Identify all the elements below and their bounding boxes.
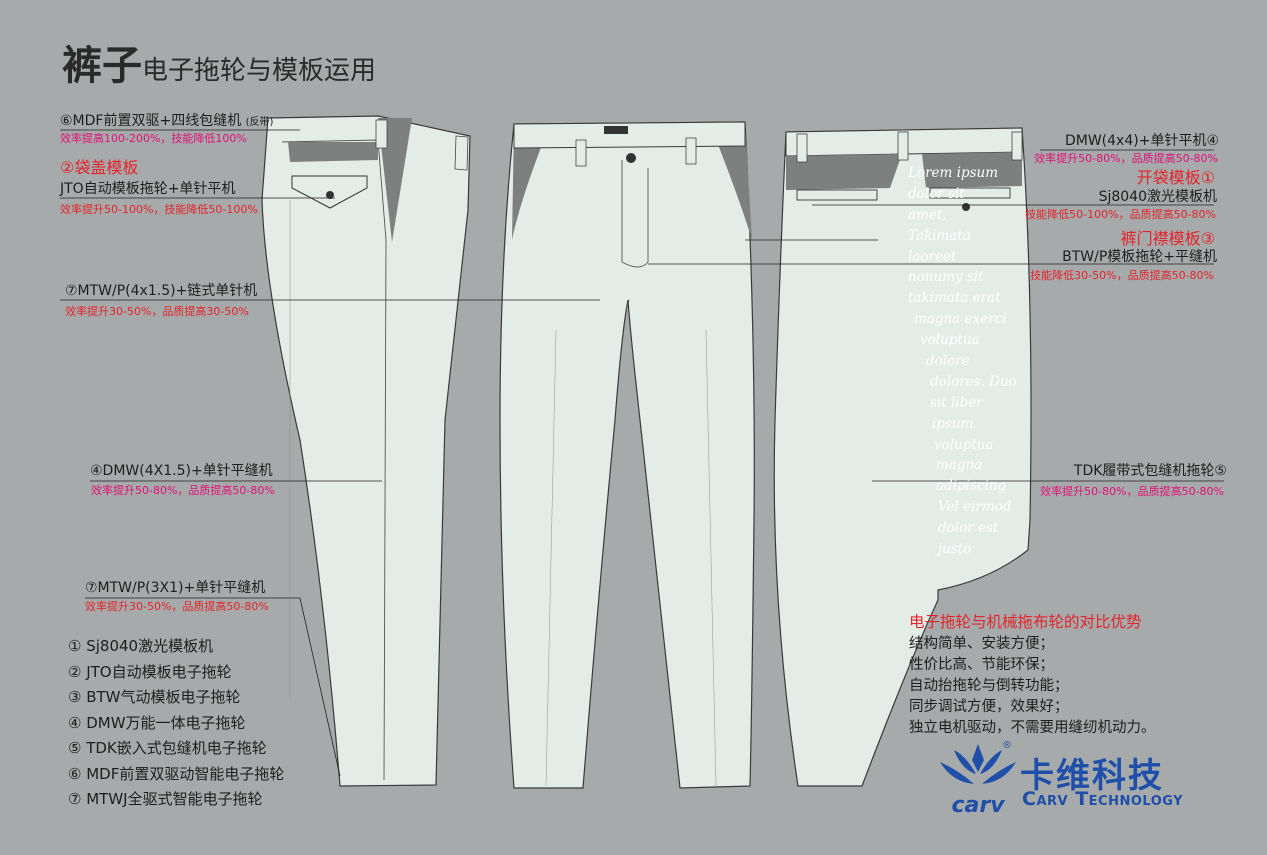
callout-r3-eff: 技能降低30-50%，品质提高50-80% [1030, 269, 1214, 282]
callout-6-label: ⑥MDF前置双驱+四线包缝机 (反带) [60, 113, 274, 129]
brand-name-cn: 卡维科技 [1020, 756, 1164, 796]
middle-pant-front-view [499, 121, 755, 789]
advantage-item: 自动抬拖轮与倒转功能； [909, 678, 1069, 694]
registered-mark: ® [1002, 740, 1012, 751]
callout-2-label: JTO自动模板拖轮+单针平机 [60, 181, 236, 197]
callout-r1-head: 开袋模板① [1136, 168, 1215, 187]
callout-4-eff: 效率提升50-80%，品质提高50-80% [91, 484, 275, 497]
callout-r4-label: DMW(4x4)+单针平机④ [1064, 133, 1219, 149]
title-main: 裤子 [62, 43, 142, 89]
callout-2-head: ②袋盖模板 [60, 158, 139, 177]
callout-2-eff: 效率提升50-100%，技能降低50-100% [60, 203, 258, 216]
leader-lines [60, 129, 1224, 777]
right-pant-back-view [773, 127, 1032, 787]
legend-item: ⑦ MTWJ全驱式智能电子拖轮 [68, 790, 263, 808]
callout-r5-label: TDK履带式包缝机拖轮⑤ [1073, 463, 1227, 479]
callout-7a-eff: 效率提升30-50%，品质提高30-50% [65, 305, 249, 318]
callout-r3-label: BTW/P模板拖轮+平缝机 [1062, 249, 1217, 265]
callout-r4-eff: 效率提升50-80%，品质提高50-80% [1034, 152, 1218, 165]
page-title: 裤子电子拖轮与模板运用 [62, 46, 376, 86]
advantage-item: 独立电机驱动，不需要用缝纫机动力。 [909, 720, 1156, 736]
advantages-heading: 电子拖轮与机械拖布轮的对比优势 [909, 613, 1142, 631]
advantages-panel: 电子拖轮与机械拖布轮的对比优势 结构简单、安装方便； 性价比高、节能环保； 自动… [909, 610, 1156, 739]
machine-legend: ① Sj8040激光模板机 ② JTO自动模板电子拖轮 ③ BTW气动模板电子拖… [68, 634, 284, 813]
legend-item: ② JTO自动模板电子拖轮 [68, 662, 232, 681]
callout-r5-eff: 效率提升50-80%，品质提高50-80% [1040, 485, 1224, 498]
legend-item: ③ BTW气动模板电子拖轮 [68, 688, 241, 706]
legend-item: ④ DMW万能一体电子拖轮 [68, 713, 246, 732]
title-rest: 电子拖轮与模板运用 [142, 56, 377, 86]
callout-4-label: ④DMW(4X1.5)+单针平缝机 [90, 463, 273, 479]
callout-7a-label: ⑦MTW/P(4x1.5)+链式单针机 [65, 283, 258, 299]
advantage-item: 性价比高、节能环保； [909, 657, 1054, 673]
carv-logo-icon: carv [940, 744, 1016, 818]
callout-r3-head: 裤门襟模板③ [1120, 229, 1215, 248]
legend-item: ① Sj8040激光模板机 [68, 637, 214, 655]
callout-7b-eff: 效率提升30-50%，品质提高50-80% [85, 600, 269, 613]
callout-6-eff: 效率提高100-200%，技能降低100% [60, 132, 247, 145]
advantage-item: 同步调试方便，效果好； [909, 699, 1069, 715]
left-pant-side-view [261, 115, 471, 787]
legend-item: ⑥ MDF前置双驱动智能电子拖轮 [68, 764, 285, 783]
advantage-item: 结构简单、安装方便； [909, 636, 1054, 652]
brand-name-en: Carv Technology [1022, 788, 1184, 810]
callout-7b-label: ⑦MTW/P(3X1)+单针平缝机 [85, 580, 266, 596]
svg-text:carv: carv [951, 793, 1005, 818]
callout-r1-eff: 技能降低50-100%，品质提高50-80% [1025, 208, 1216, 221]
legend-item: ⑤ TDK嵌入式包缝机电子拖轮 [68, 739, 267, 757]
callout-r1-label: Sj8040激光模板机 [1098, 189, 1217, 205]
